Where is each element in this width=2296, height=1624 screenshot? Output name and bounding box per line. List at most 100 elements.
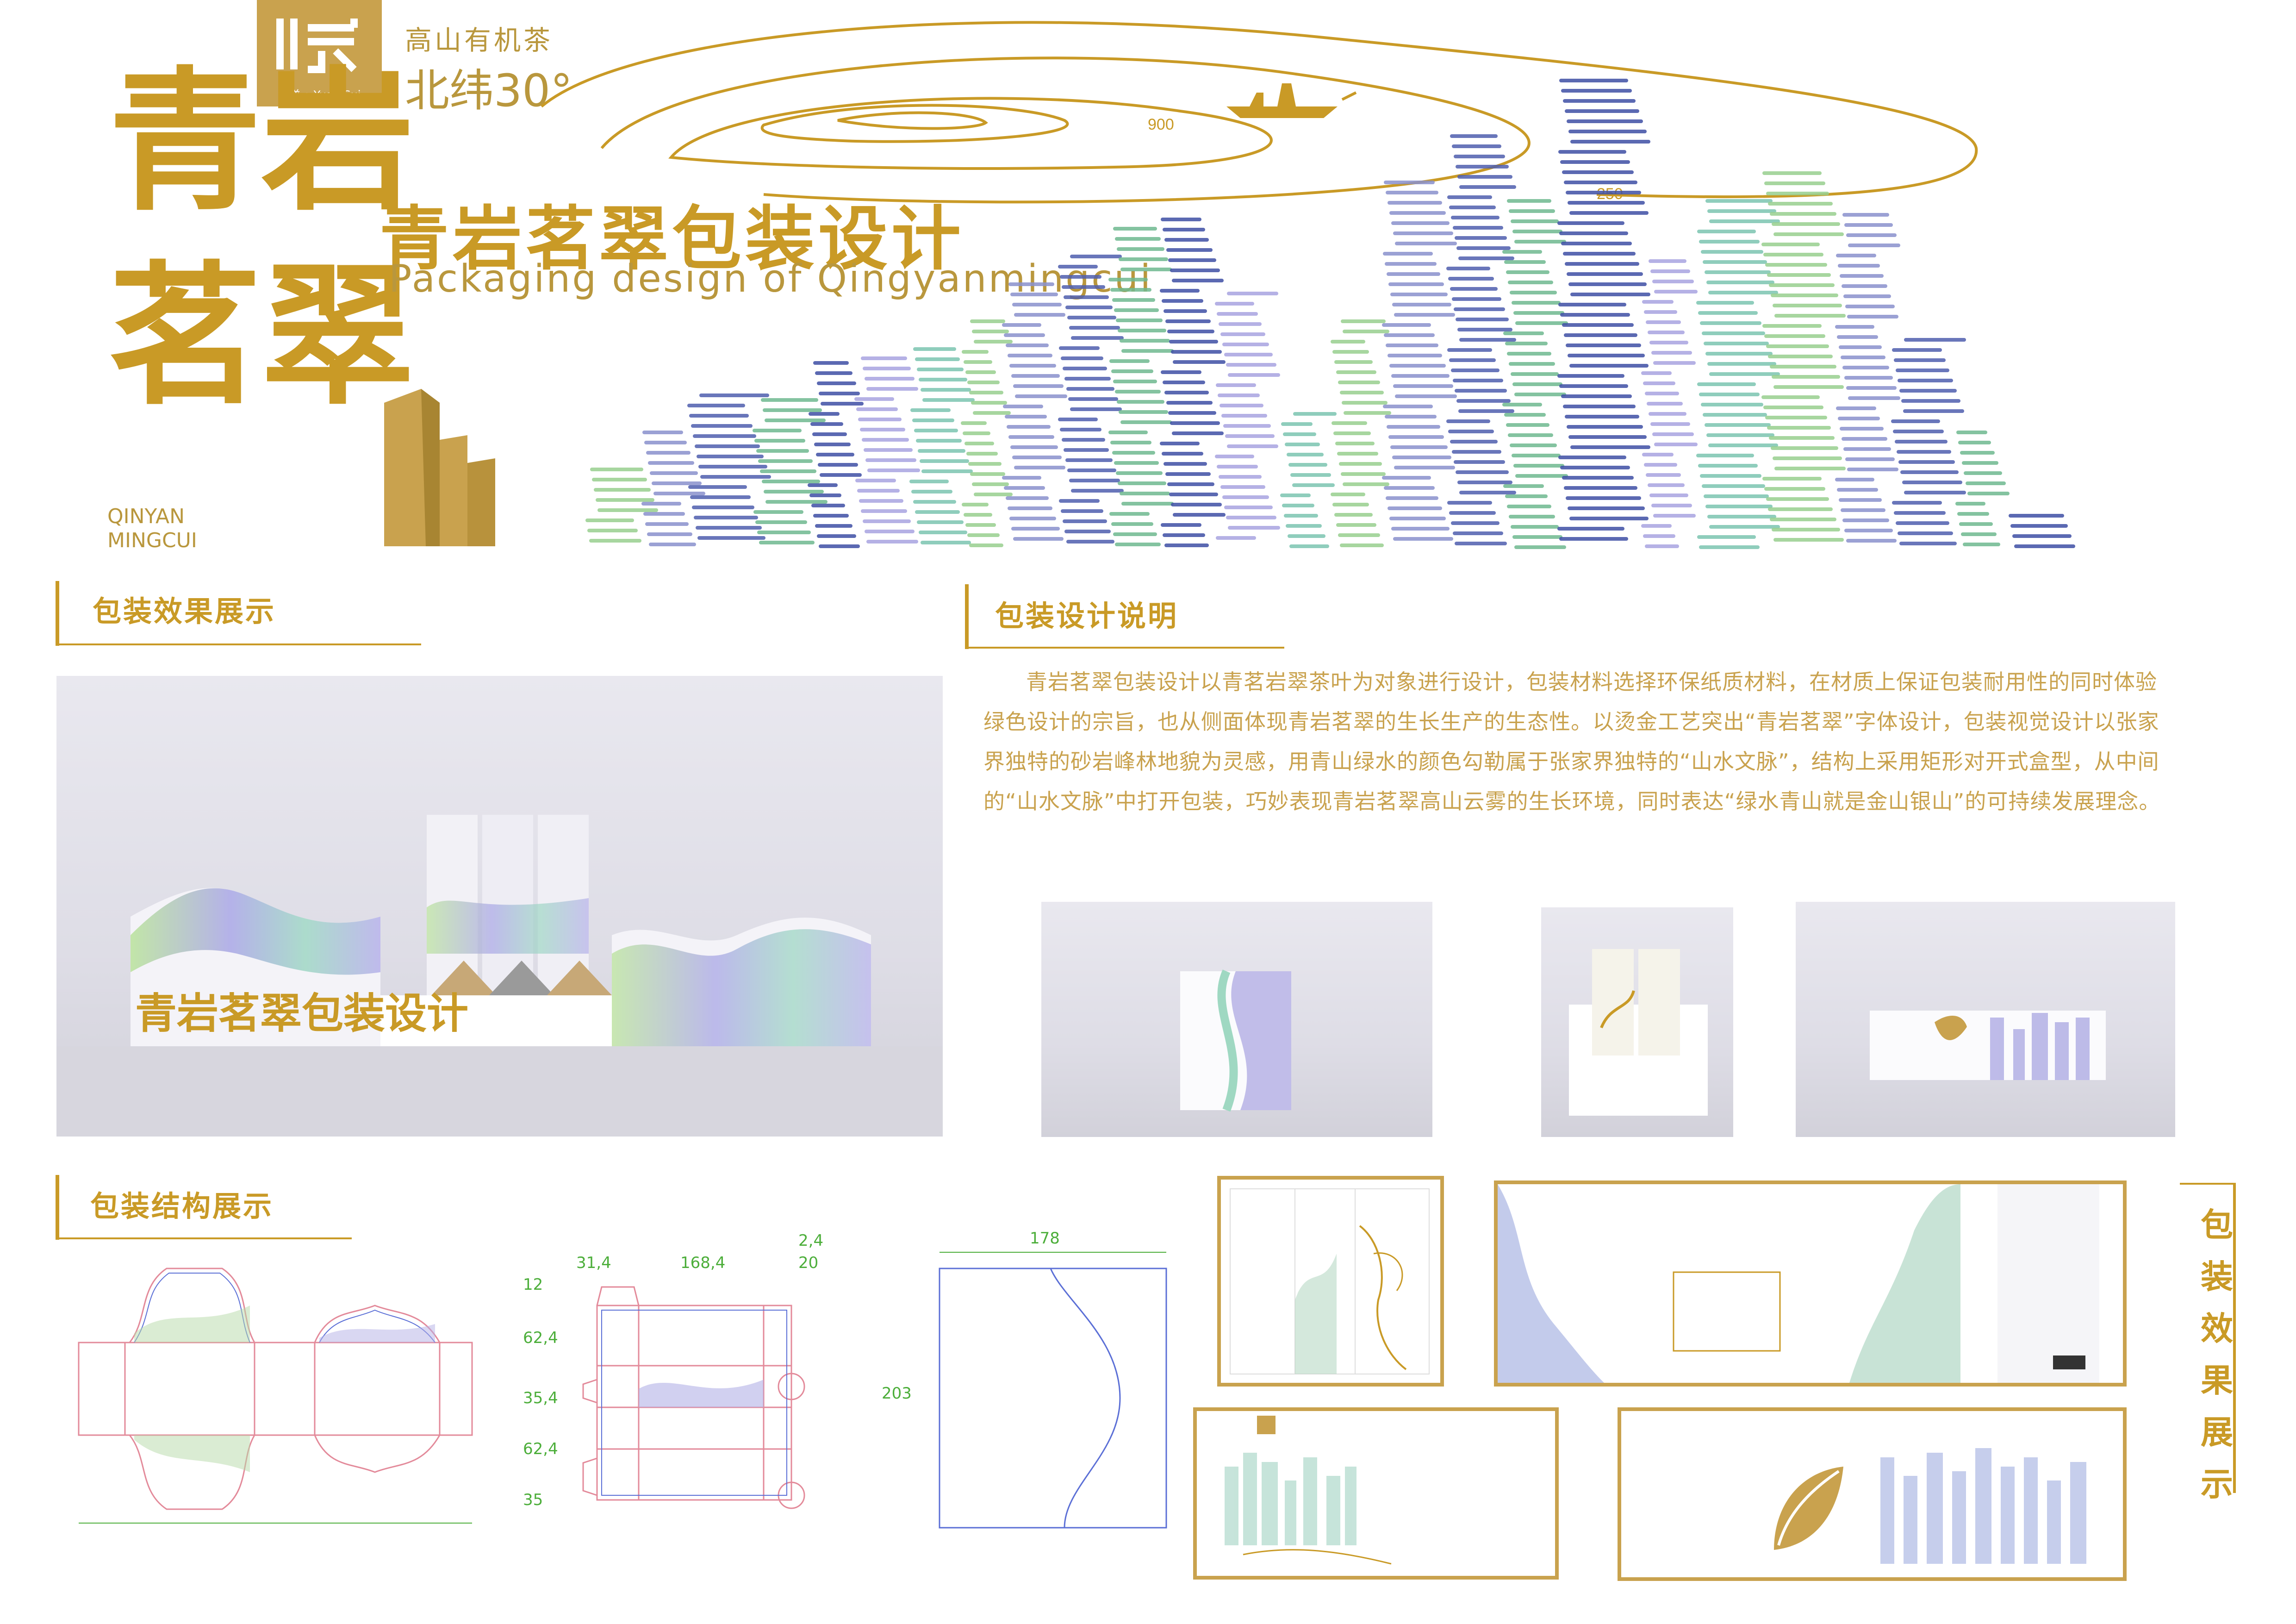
skyline-stripe xyxy=(1701,250,1763,254)
skyline-stripe xyxy=(1393,231,1453,235)
skyline-stripe xyxy=(1840,274,1884,278)
skyline-stripe xyxy=(1891,419,1940,423)
skyline-stripe xyxy=(1704,342,1769,345)
skyline-stripe xyxy=(1705,505,1773,508)
skyline-stripe xyxy=(1343,330,1389,333)
skyline-stripe xyxy=(968,462,1002,466)
design-description-text: 青岩茗翠包装设计以青茗岩翠茶叶为对象进行设计，包装材料选择环保纸质材料，在材质上… xyxy=(983,669,2161,814)
skyline-stripe xyxy=(1509,515,1555,518)
skyline-stripe xyxy=(909,480,949,483)
skyline-stripe xyxy=(1112,298,1155,302)
skyline-stripe xyxy=(1168,258,1216,262)
skyline-stripe xyxy=(1284,514,1318,518)
skyline-stripe xyxy=(2012,534,2072,538)
skyline-stripe xyxy=(1705,423,1771,427)
skyline-stripe xyxy=(1070,255,1122,258)
skyline-stripe xyxy=(1511,525,1559,529)
skyline-stripe xyxy=(809,412,840,416)
skyline-stripe xyxy=(1557,374,1624,378)
skyline-stripe xyxy=(1446,419,1490,423)
skyline-stripe xyxy=(1653,514,1696,518)
skyline-stripe xyxy=(647,532,692,536)
skyline-stripe xyxy=(1768,507,1833,511)
product-photo-long-box xyxy=(1796,902,2175,1137)
skyline-stripe xyxy=(1568,435,1647,439)
skyline-stripe xyxy=(1564,181,1637,184)
skyline-stripe xyxy=(1845,457,1895,461)
skyline-stripe xyxy=(1902,481,1962,484)
skyline-stripe xyxy=(1845,305,1895,308)
skyline-stripe xyxy=(1966,481,2006,485)
skyline-stripe xyxy=(817,534,856,538)
skyline-stripe xyxy=(1709,372,1780,376)
skyline-stripe xyxy=(1067,316,1116,319)
skyline-stripe xyxy=(1508,433,1553,437)
skyline-stripe xyxy=(597,508,658,512)
skyline-stripe xyxy=(688,485,747,489)
skyline-stripe xyxy=(1006,496,1049,500)
skyline-stripe xyxy=(1839,498,1882,502)
skyline-stripe xyxy=(913,500,956,504)
skyline-stripe xyxy=(1060,428,1101,431)
skyline-stripe xyxy=(1898,379,1953,382)
skyline-stripe xyxy=(1646,473,1681,477)
skyline-stripe xyxy=(1382,323,1431,327)
skyline-stripe xyxy=(1281,422,1313,426)
skyline-stripe xyxy=(1007,425,1051,429)
dim-left-2: 62,4 xyxy=(523,1329,558,1347)
skyline-stripe xyxy=(1011,527,1060,531)
skyline-stripe xyxy=(1165,472,1211,476)
skyline-stripe xyxy=(915,357,960,361)
skyline-stripe xyxy=(1562,323,1634,327)
skyline-stripe xyxy=(1113,532,1157,536)
skyline-stripe xyxy=(1762,324,1822,328)
brand-logo-mark xyxy=(276,19,358,73)
skyline-stripe xyxy=(1649,493,1688,497)
skyline-stripe xyxy=(1766,344,1829,348)
skyline-stripe xyxy=(1454,155,1505,158)
skyline-stripe xyxy=(1215,302,1254,306)
skyline-stripe xyxy=(1838,417,1880,420)
skyline-stripe xyxy=(1063,519,1107,523)
skyline-stripe xyxy=(1844,223,1893,227)
section-effect-underline xyxy=(56,643,421,645)
skyline-stripe xyxy=(1557,527,1624,531)
skyline-stripe xyxy=(1161,218,1201,221)
skyline-stripe xyxy=(763,408,822,412)
dim-top-right-b: 20 xyxy=(798,1254,819,1272)
skyline-stripe xyxy=(652,481,702,485)
skyline-stripe xyxy=(1698,464,1758,468)
skyline-stripe xyxy=(1063,367,1107,370)
skyline-stripe xyxy=(1221,414,1267,418)
skyline-stripe xyxy=(1060,275,1101,279)
side-heading-text: 包装效果展示 xyxy=(2201,1206,2233,1503)
skyline-stripe xyxy=(1502,250,1542,254)
skyline-stripe xyxy=(1064,448,1109,452)
skyline-stripe xyxy=(1447,501,1492,505)
skyline-stripe xyxy=(1844,376,1893,380)
skyline-stripe xyxy=(1218,394,1260,397)
skyline-stripe xyxy=(699,394,769,397)
hero-pinyin-line2: MINGCUI xyxy=(107,529,197,552)
skyline-stripe xyxy=(817,381,856,385)
skyline-stripe xyxy=(1504,260,1546,264)
skyline-stripe xyxy=(1014,313,1065,317)
skyline-stripe xyxy=(1386,496,1438,500)
skyline-stripe xyxy=(1697,535,1756,539)
skyline-stripe xyxy=(1840,427,1884,431)
skyline-stripe xyxy=(1837,488,1878,492)
skyline-stripe xyxy=(1389,211,1446,215)
skyline-stripe xyxy=(1892,348,1942,352)
skyline-stripe xyxy=(585,518,634,522)
skyline-stripe xyxy=(1647,402,1683,406)
skyline-stripe xyxy=(1649,259,1686,263)
contour-label-outer: 900 xyxy=(1148,116,1174,133)
skyline-stripe xyxy=(1386,191,1438,194)
brand-name: 测逆 • Yuan Sui xyxy=(278,88,361,101)
skyline-stripe xyxy=(1896,369,1949,372)
skyline-stripe xyxy=(1451,216,1500,219)
skyline-stripe xyxy=(1707,209,1776,213)
packaging-flat-frame-3 xyxy=(1193,1407,1559,1580)
skyline-stripe xyxy=(967,533,1000,537)
dim-left-4: 62,4 xyxy=(523,1440,558,1458)
